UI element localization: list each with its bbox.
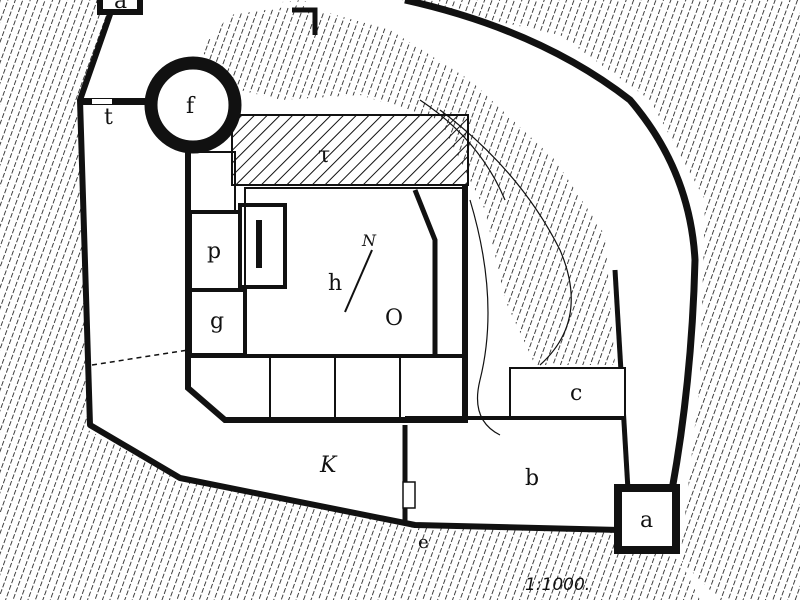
label-b: b bbox=[525, 466, 539, 491]
tower-f bbox=[144, 56, 242, 154]
label-a: a bbox=[640, 508, 653, 533]
north-arrow bbox=[344, 249, 373, 313]
label-c: c bbox=[570, 381, 582, 406]
label-e: e bbox=[418, 532, 429, 553]
label-north: N bbox=[361, 231, 377, 250]
diagonal-wall bbox=[412, 189, 438, 355]
top-left-tower bbox=[97, 0, 143, 15]
label-h: h bbox=[328, 271, 342, 296]
hatched-building-r bbox=[231, 114, 469, 186]
label-p: p bbox=[207, 239, 221, 264]
gate-t bbox=[80, 98, 150, 105]
stair bbox=[256, 220, 262, 268]
stair-e bbox=[402, 481, 416, 509]
broken-line bbox=[91, 349, 189, 366]
rock-hatching bbox=[200, 5, 615, 365]
gate-tower-a bbox=[614, 484, 680, 554]
ruin-fragment bbox=[292, 7, 318, 35]
label-r: τ bbox=[318, 143, 330, 168]
curtain-wall bbox=[77, 0, 621, 533]
label-a-top: a bbox=[114, 0, 127, 14]
label-t: t bbox=[104, 105, 113, 130]
scale-label: 1:1000. bbox=[525, 575, 590, 595]
room-h bbox=[244, 187, 466, 356]
label-o: O bbox=[385, 306, 403, 331]
slope-hatching-right bbox=[400, 0, 800, 600]
label-g: g bbox=[210, 309, 224, 334]
label-k: K bbox=[319, 453, 338, 478]
room-c bbox=[509, 367, 626, 419]
label-f: f bbox=[186, 94, 196, 119]
stair-room bbox=[238, 203, 287, 289]
curtain-wall-east bbox=[404, 0, 699, 491]
